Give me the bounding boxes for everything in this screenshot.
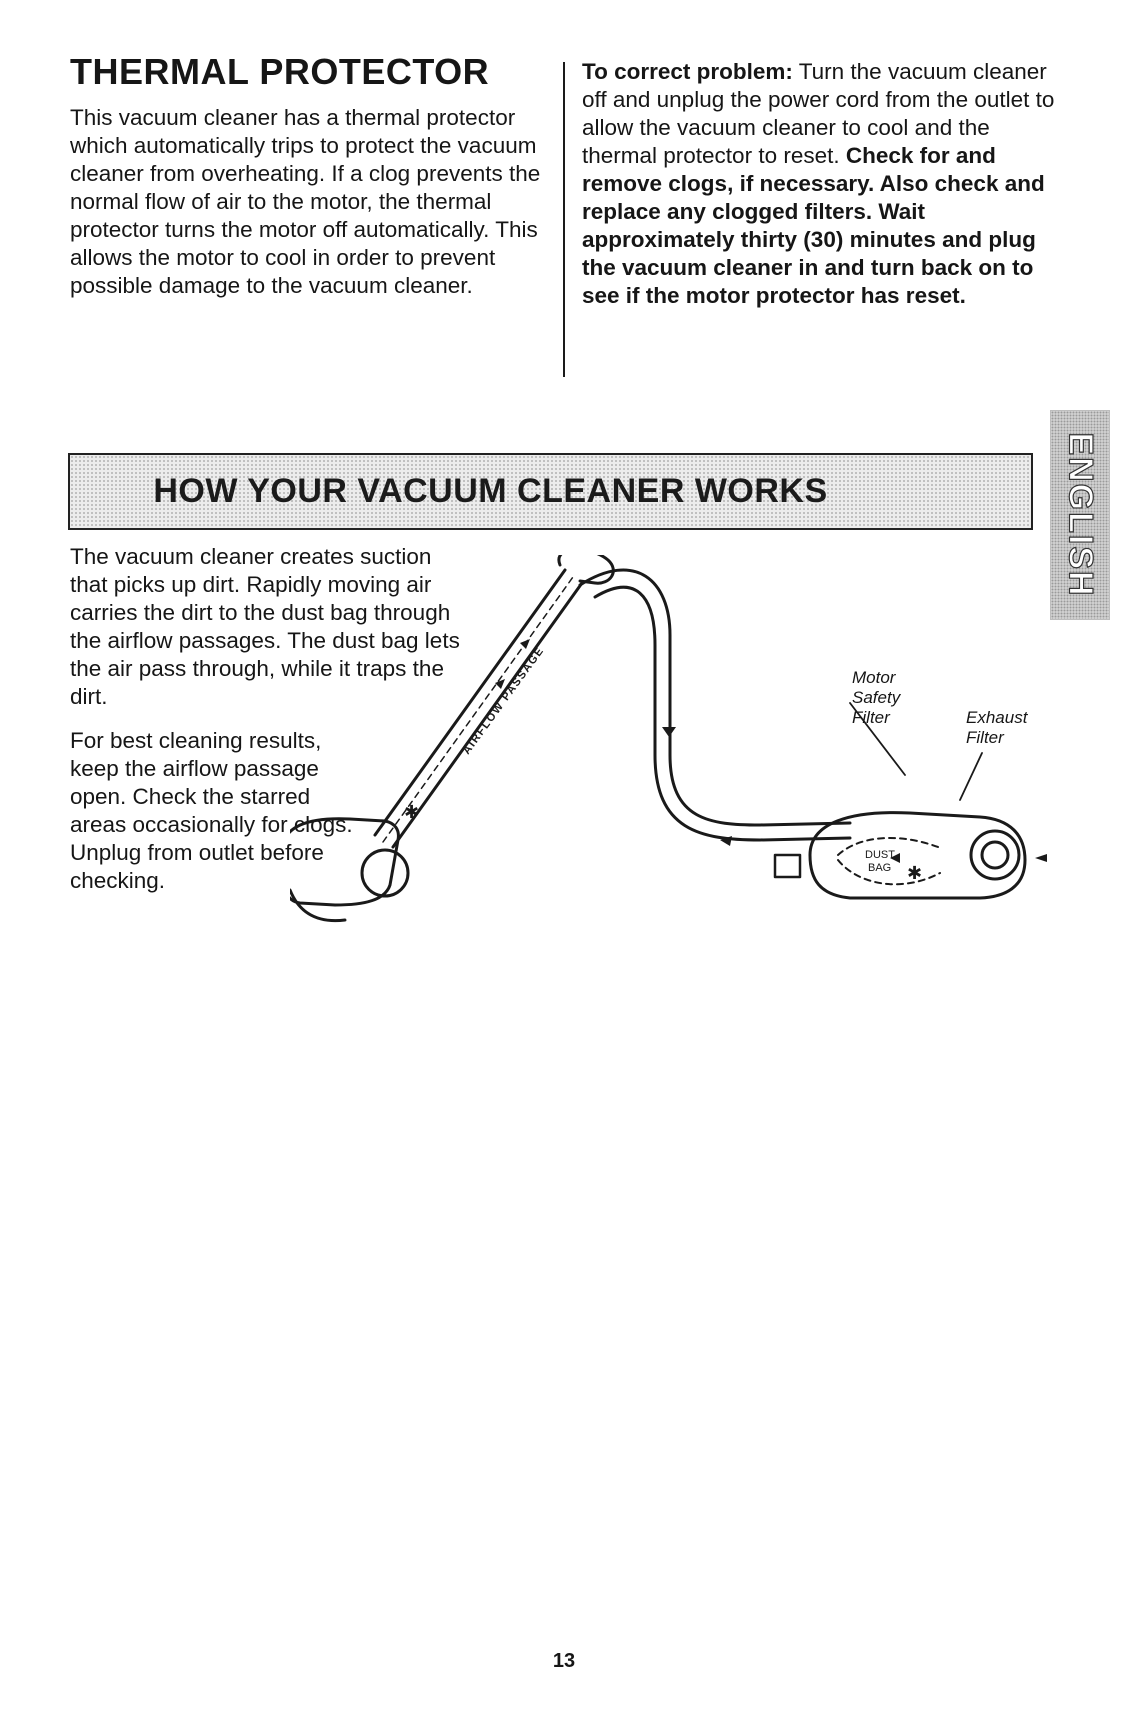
- cleaning-tips: For best cleaning results, keep the airf…: [70, 728, 353, 893]
- correct-problem-section: To correct problem: Turn the vacuum clea…: [582, 58, 1062, 310]
- page-number: 13: [552, 1650, 576, 1672]
- power-nozzle: [290, 817, 400, 907]
- dust-bag-label-line1: DUST: [865, 849, 895, 861]
- star-marker-1: ✱: [404, 802, 419, 823]
- thermal-protector-section: THERMAL PROTECTOR This vacuum cleaner ha…: [70, 52, 550, 300]
- language-tab: ENGLISH: [1050, 410, 1110, 620]
- star-marker-2: ✱: [907, 863, 922, 884]
- banner-title: HOW YOUR VACUUM CLEANER WORKS: [153, 472, 828, 510]
- hose: [578, 568, 852, 827]
- correct-problem-text: Turn the vacuum cleaner off and unplug t…: [582, 59, 1055, 168]
- section-heading: THERMAL PROTECTOR: [70, 51, 490, 92]
- how-it-works-text: The vacuum cleaner creates suction that …: [70, 543, 540, 895]
- wand: [373, 568, 584, 849]
- exhaust-filter-label: Exhaust Filter: [966, 708, 1028, 747]
- dust-bag-label-line2: BAG: [868, 862, 891, 874]
- nozzle-wheel: [360, 848, 410, 898]
- canister-wheel: [969, 829, 1021, 881]
- column-divider: [563, 62, 565, 377]
- section-banner: HOW YOUR VACUUM CLEANER WORKS: [68, 453, 1033, 530]
- vacuum-illustration: ✱ ✱ AIRFLOW PASSAGE DUST BAG: [290, 555, 1047, 923]
- airflow-passage-label: AIRFLOW PASSAGE: [461, 645, 547, 757]
- motor-safety-filter-label: Motor Safety Filter: [852, 668, 901, 727]
- handle: [557, 555, 615, 585]
- suction-description: The vacuum cleaner creates suction that …: [70, 544, 460, 709]
- correct-problem-lead: To correct problem:: [582, 59, 793, 84]
- thermal-description: This vacuum cleaner has a thermal protec…: [70, 104, 541, 298]
- correct-problem-instructions: Check for and remove clogs, if necessary…: [582, 143, 1045, 308]
- canister-body: [808, 811, 1027, 900]
- vacuum-diagram: ✱ ✱ AIRFLOW PASSAGE DUST BAG Motor Safet…: [290, 555, 1070, 955]
